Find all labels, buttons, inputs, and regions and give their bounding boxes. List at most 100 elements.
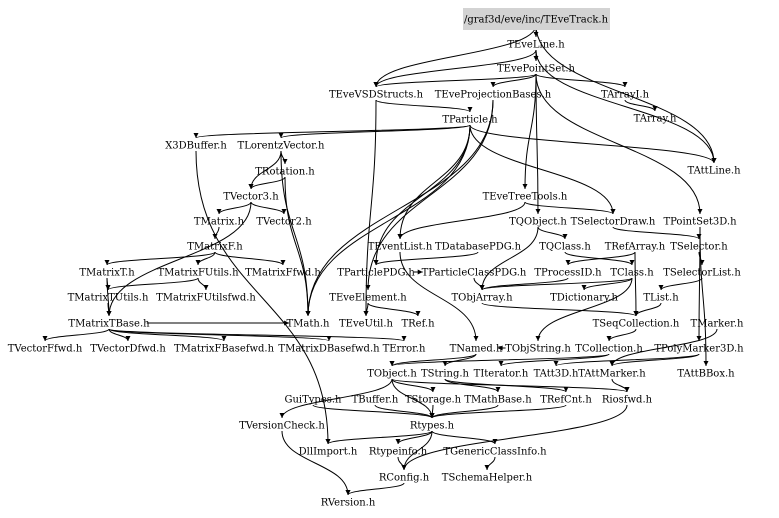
arrowhead-TMatrixFBasefwd <box>221 336 227 341</box>
node-TVectorFfwd[interactable]: TVectorFfwd.h <box>8 344 83 355</box>
node-TEveUtil[interactable]: TEveUtil.h <box>339 319 394 330</box>
node-Rtypeinfo[interactable]: Rtypeinfo.h <box>369 447 428 458</box>
node-TMatrix[interactable]: TMatrix.h <box>194 217 245 228</box>
node-TMatrixDBasefwd[interactable]: TMatrixDBasefwd.h <box>278 344 380 355</box>
node-TAttBBox[interactable]: TAttBBox.h <box>677 369 735 380</box>
node-TObjArray[interactable]: TObjArray.h <box>451 293 513 304</box>
node-TEveLine[interactable]: TEveLine.h <box>507 40 565 51</box>
node-label: TRotation.h <box>255 167 315 178</box>
node-TDatabasePDG[interactable]: TDatabasePDG.h <box>435 242 522 253</box>
node-TQObject[interactable]: TQObject.h <box>509 217 567 228</box>
node-RVersion[interactable]: RVersion.h <box>321 498 376 509</box>
node-Rtypes[interactable]: Rtypes.h <box>410 421 455 432</box>
node-TCollection[interactable]: TCollection.h <box>575 344 643 355</box>
node-TMatrixFfwd[interactable]: TMatrixFfwd.h <box>245 268 321 279</box>
node-TAtt3D[interactable]: TAtt3D.h <box>534 369 579 380</box>
node-TMatrixF[interactable]: TMatrixF.h <box>187 242 243 253</box>
node-TEveTrack[interactable]: /graf3d/eve/inc/TEveTrack.h <box>463 8 610 30</box>
node-TEveElement[interactable]: TEveElement.h <box>329 293 407 304</box>
arrowhead-TMatrixFUtilsfwd <box>203 285 209 290</box>
node-TError[interactable]: TError.h <box>383 344 426 355</box>
node-TEveTreeTools[interactable]: TEveTreeTools.h <box>483 192 568 203</box>
arrowhead-TString <box>442 361 448 366</box>
node-TObjString[interactable]: TObjString.h <box>505 344 571 355</box>
node-TClass[interactable]: TClass.h <box>610 268 654 279</box>
node-TSchemaHelper[interactable]: TSchemaHelper.h <box>442 473 533 484</box>
arrowhead-RConfig <box>401 465 407 470</box>
arrowhead-TQObject <box>535 209 541 214</box>
node-TMatrixTBase[interactable]: TMatrixTBase.h <box>68 319 150 330</box>
arrowhead-TCollection <box>606 336 612 341</box>
node-TMatrixFBasefwd[interactable]: TMatrixFBasefwd.h <box>174 344 275 355</box>
arrowhead-TVectorFfwd <box>42 336 48 341</box>
node-RConfig[interactable]: RConfig.h <box>379 473 430 484</box>
node-TSelectorDraw[interactable]: TSelectorDraw.h <box>571 217 656 228</box>
node-GuiTypes[interactable]: GuiTypes.h <box>284 395 342 406</box>
node-TBuffer[interactable]: TBuffer.h <box>352 395 399 406</box>
node-TSelectorList[interactable]: TSelectorList.h <box>663 268 741 279</box>
node-TRotation[interactable]: TRotation.h <box>255 167 315 178</box>
node-label: /graf3d/eve/inc/TEveTrack.h <box>464 15 609 26</box>
node-label: TObjString.h <box>505 344 571 355</box>
node-TVersionCheck[interactable]: TVersionCheck.h <box>239 421 325 432</box>
node-TMatrixFUtilsfwd[interactable]: TMatrixFUtilsfwd.h <box>156 293 256 304</box>
node-TEveVSDStructs[interactable]: TEveVSDStructs.h <box>329 90 424 101</box>
node-TMarker[interactable]: TMarker.h <box>691 319 744 330</box>
arrowhead-X3DBuffer <box>193 133 199 138</box>
node-TMath[interactable]: TMath.h <box>287 319 331 330</box>
node-TParticle[interactable]: TParticle.h <box>442 115 498 126</box>
node-label: TStorage.h <box>405 395 462 406</box>
arrowhead-TObject <box>389 361 395 366</box>
node-TIterator[interactable]: TIterator.h <box>474 369 529 380</box>
node-TObject[interactable]: TObject.h <box>367 369 417 380</box>
node-TMatrixTUtils[interactable]: TMatrixTUtils.h <box>68 293 149 304</box>
node-TGenericClassInfo[interactable]: TGenericClassInfo.h <box>443 447 547 458</box>
node-TAttMarker[interactable]: TAttMarker.h <box>578 369 646 380</box>
arrowhead-TAtt3D <box>553 361 559 366</box>
node-X3DBuffer[interactable]: X3DBuffer.h <box>165 141 227 152</box>
node-TSelector[interactable]: TSelector.h <box>670 242 728 253</box>
node-TString[interactable]: TString.h <box>421 369 470 380</box>
node-TSeqCollection[interactable]: TSeqCollection.h <box>593 319 680 330</box>
node-label: TBuffer.h <box>352 395 399 406</box>
node-TArray[interactable]: TArray.h <box>634 114 677 125</box>
node-TRefArray[interactable]: TRefArray.h <box>605 242 666 253</box>
node-label: TMath.h <box>287 319 331 330</box>
node-TParticlePDG[interactable]: TParticlePDG.h <box>337 268 415 279</box>
node-Riosfwd[interactable]: Riosfwd.h <box>602 395 653 406</box>
node-TProcessID[interactable]: TProcessID.h <box>534 268 602 279</box>
node-TArrayI[interactable]: TArrayI.h <box>601 90 650 101</box>
node-TPolyMarker3D[interactable]: TPolyMarker3D.h <box>654 344 744 355</box>
node-label: TMatrixFfwd.h <box>245 268 321 279</box>
node-TNamed[interactable]: TNamed.h <box>450 344 503 355</box>
node-TMathBase[interactable]: TMathBase.h <box>464 395 532 406</box>
node-TDictionary[interactable]: TDictionary.h <box>550 293 618 304</box>
edge-TEvePointSet-to-TArrayI <box>535 73 626 88</box>
node-TMatrixFUtils[interactable]: TMatrixFUtils.h <box>157 268 239 279</box>
node-TPointSet3D[interactable]: TPointSet3D.h <box>663 217 737 228</box>
node-TVectorDfwd[interactable]: TVectorDfwd.h <box>90 344 166 355</box>
node-label: TEventList.h <box>368 242 433 253</box>
node-TQClass[interactable]: TQClass.h <box>539 242 591 253</box>
node-TVector2[interactable]: TVector2.h <box>256 217 312 228</box>
node-TRefCnt[interactable]: TRefCnt.h <box>540 395 592 406</box>
node-TStorage[interactable]: TStorage.h <box>405 395 462 406</box>
arrowhead-TStorage <box>430 387 436 392</box>
node-TMatrixT[interactable]: TMatrixT.h <box>79 268 135 279</box>
node-TParticleClassPDG[interactable]: TParticleClassPDG.h <box>422 268 527 279</box>
node-DllImport[interactable]: DllImport.h <box>299 447 358 458</box>
node-TEvePointSet[interactable]: TEvePointSet.h <box>497 64 576 75</box>
node-TAttLine[interactable]: TAttLine.h <box>687 166 741 177</box>
node-TList[interactable]: TList.h <box>643 293 679 304</box>
node-label: TEveTreeTools.h <box>483 192 568 203</box>
edge-TClass-to-TObjArray <box>481 277 633 291</box>
node-TRef[interactable]: TRef.h <box>401 319 435 330</box>
node-label: TError.h <box>383 344 426 355</box>
node-TEveProjectionBases[interactable]: TEveProjectionBases.h <box>435 90 552 101</box>
edge-TArrayI-to-TArray <box>624 99 656 112</box>
arrowhead-TAttMarker <box>609 361 615 366</box>
node-TLorentzVector[interactable]: TLorentzVector.h <box>238 141 325 152</box>
node-TVector3[interactable]: TVector3.h <box>223 192 279 203</box>
node-label: TRefCnt.h <box>540 395 592 406</box>
node-TEventList[interactable]: TEventList.h <box>368 242 433 253</box>
